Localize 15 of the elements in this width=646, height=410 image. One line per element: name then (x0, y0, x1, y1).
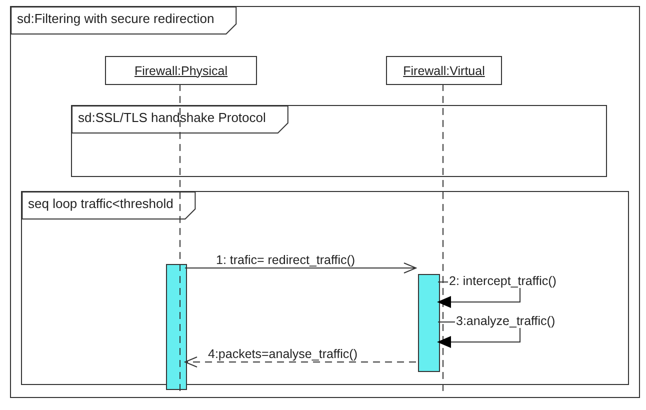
frame-border (71, 105, 607, 177)
message-label: 4:packets=analyse_traffic() (207, 347, 358, 361)
lifeline-head: Firewall:Physical (105, 56, 257, 85)
frame-title-tab: seq loop traffic<threshold (22, 192, 196, 219)
lifeline-head: Firewall:Virtual (386, 56, 502, 85)
message-arrow (184, 262, 416, 274)
activation-bar (166, 264, 187, 390)
return-message-arrow (184, 356, 416, 368)
message-label: 1: trafic= redirect_traffic() (215, 253, 356, 267)
frame-title-tab: sd:Filtering with secure redirection (11, 7, 236, 34)
frame-border (10, 6, 640, 398)
message-label: 3:analyze_traffic() (455, 314, 556, 328)
frame-title-tab: sd:SSL/TLS handshake Protocol (72, 106, 288, 133)
activation-bar (418, 274, 440, 372)
message-label: 2: intercept_traffic() (448, 274, 558, 288)
